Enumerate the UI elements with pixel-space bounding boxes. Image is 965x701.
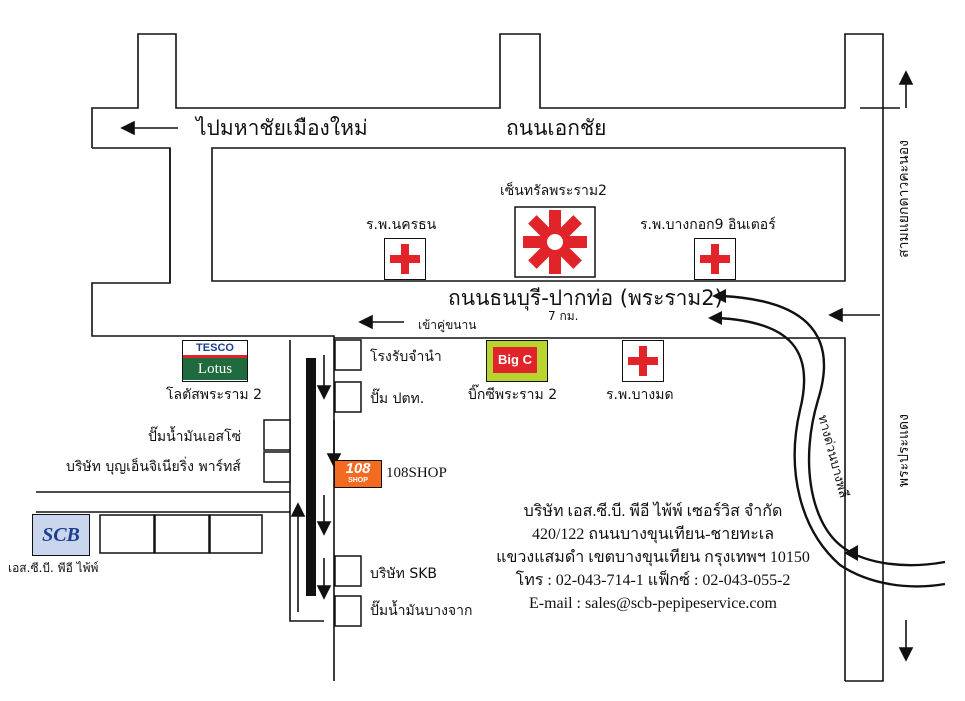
bigc-logo: Big C [486, 340, 548, 382]
box-boonyen [263, 451, 291, 483]
expressway-curve-inner [717, 316, 946, 588]
box-esso [263, 419, 291, 451]
scb-road [36, 491, 324, 622]
label-to-mahachai: ไปมหาชัยเมืองใหม่ [196, 116, 368, 140]
label-distance: 7 กม. [548, 309, 579, 323]
box-pawn [334, 339, 362, 371]
scb-logo-text: SCB [42, 524, 80, 546]
label-esso: ปั๊มน้ำมันเอสโซ่ [148, 429, 242, 445]
tesco-logo-text: TESCO [183, 341, 247, 358]
box-ptt [334, 381, 362, 413]
hospital-bangmod-icon [622, 340, 664, 382]
label-skb: บริษัท SKB [370, 566, 437, 582]
label-phra-pradaeng: พระประแดง [896, 414, 912, 488]
box-scb-3 [209, 514, 263, 554]
label-scb: เอส.ซี.บี. พีอี ไพ้พ์ [8, 561, 99, 575]
lotus-logo-text: Lotus [183, 358, 247, 380]
label-central: เซ็นทรัลพระราม2 [500, 183, 607, 199]
contact-email[interactable]: E-mail : sales@scb-pepipeservice.com [529, 595, 777, 612]
contact-block: บริษัท เอส.ซี.บี. พีอี ไพ้พ์ เซอร์วิส จำ… [488, 500, 818, 615]
bigc-logo-text: Big C [493, 347, 537, 373]
box-skb [334, 555, 362, 587]
expressway-arrow-east [844, 545, 858, 561]
frontage-road [334, 337, 846, 681]
label-hospital-nakhon: ร.พ.นครธน [366, 217, 437, 233]
label-ptt: ปั๊ม ปตท. [370, 391, 425, 407]
box-bangchak [334, 595, 362, 627]
contact-phone: โทร : 02-043-714-1 แฟ็กซ์ : 02-043-055-2 [515, 572, 791, 589]
label-hospital-bangkok9: ร.พ.บางกอก9 อินเตอร์ [640, 217, 776, 233]
hospital-bangkok9-icon [694, 238, 736, 280]
upper-road-outline [91, 33, 884, 682]
108shop-logo-sub: SHOP [348, 477, 368, 484]
expressway-arrow-bottom [708, 311, 722, 325]
tesco-lotus-logo: TESCO Lotus [182, 340, 248, 382]
108shop-logo: 108 SHOP [334, 460, 382, 488]
label-pawn-shop: โรงรับจำนำ [370, 349, 442, 365]
expressway-arrow-top [712, 289, 726, 303]
label-108shop: 108SHOP [386, 465, 447, 481]
hospital-nakhon-icon [384, 238, 426, 280]
label-bangchak: ปั๊มน้ำมันบางจาก [370, 603, 473, 619]
contact-company: บริษัท เอส.ซี.บี. พีอี ไพ้พ์ เซอร์วิส จำ… [523, 503, 783, 520]
median-bar [306, 358, 316, 596]
108shop-logo-number: 108 [345, 460, 371, 477]
contact-address-1: 420/122 ถนนบางขุนเทียน-ชายทะเล [531, 526, 775, 543]
box-scb-1 [99, 514, 155, 554]
label-boonyen: บริษัท บุญเอ็นจิเนียริ่ง พาร์ทส์ [66, 459, 241, 475]
label-uturn: เข้าคู่ขนาน [418, 318, 477, 332]
box-scb-2 [154, 514, 210, 554]
central-logo [514, 206, 596, 278]
label-lotus: โลตัสพระราม 2 [166, 387, 262, 403]
label-dao-khanong: สามแยกดาวคะนอง [896, 140, 912, 258]
label-main-road: ถนนธนบุรี-ปากท่อ (พระราม2) [448, 286, 723, 310]
expressway-curve-outer [721, 294, 946, 567]
scb-logo: SCB [32, 514, 90, 556]
label-hospital-bangmod: ร.พ.บางมด [606, 387, 674, 403]
label-bigc: บิ๊กซีพระราม 2 [468, 387, 558, 403]
contact-address-2: แขวงแสมดำ เขตบางขุนเทียน กรุงเทพฯ 10150 [496, 549, 810, 566]
label-ekkachai-road: ถนนเอกชัย [506, 116, 607, 140]
